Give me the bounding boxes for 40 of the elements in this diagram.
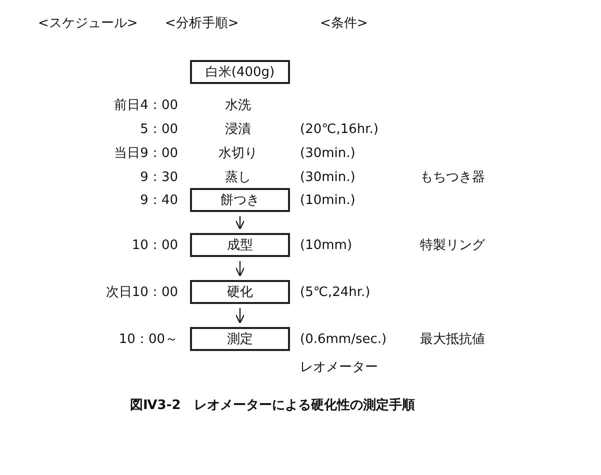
- time-label: 前日4：00: [113, 98, 178, 114]
- column-heading: <スケジュール>: [38, 16, 138, 32]
- process-box: [190, 188, 290, 212]
- step-label: 水切り: [218, 145, 258, 162]
- condition-label: (30min.): [300, 146, 356, 162]
- time-label: 9：40: [139, 193, 178, 209]
- condition-label: (20℃,16hr.): [300, 122, 378, 138]
- step-label: 硬化: [227, 284, 253, 301]
- time-label: 10：00～: [118, 332, 178, 348]
- process-box: [190, 327, 290, 351]
- condition-label: (10mm): [300, 238, 352, 254]
- step-label: 白米(400g): [205, 64, 275, 81]
- time-label: 次日10：00: [104, 285, 178, 301]
- equipment-label: レオメーター: [300, 360, 378, 376]
- step-label: 成型: [227, 237, 253, 254]
- time-label: 10：00: [130, 238, 178, 254]
- process-box: [190, 280, 290, 304]
- condition-label: (0.6mm/sec.): [300, 332, 387, 348]
- condition-label: (10min.): [300, 193, 356, 209]
- process-box: [190, 60, 290, 84]
- column-heading: <分析手順>: [165, 16, 239, 32]
- equipment-label: 特製リング: [420, 238, 485, 254]
- step-label: 餅つき: [220, 192, 260, 209]
- equipment-label: 最大抵抗値: [420, 332, 485, 348]
- arrow: [235, 261, 245, 277]
- step-label: 浸漬: [225, 121, 251, 138]
- arrow: [235, 308, 245, 324]
- column-heading: <条件>: [320, 16, 368, 32]
- process-box: [190, 233, 290, 257]
- step-label: 蒸し: [225, 169, 251, 186]
- step-label: 測定: [227, 331, 253, 348]
- equipment-label: もちつき器: [420, 170, 485, 186]
- condition-label: (30min.): [300, 170, 356, 186]
- time-label: 5：00: [139, 122, 178, 138]
- time-label: 当日9：00: [113, 146, 178, 162]
- time-label: 9：30: [139, 170, 178, 186]
- figure-caption: 図Ⅳ3-2 レオメーターによる硬化性の測定手順: [130, 398, 415, 414]
- arrow: [235, 216, 245, 230]
- step-label: 水洗: [225, 97, 251, 114]
- condition-label: (5℃,24hr.): [300, 285, 370, 301]
